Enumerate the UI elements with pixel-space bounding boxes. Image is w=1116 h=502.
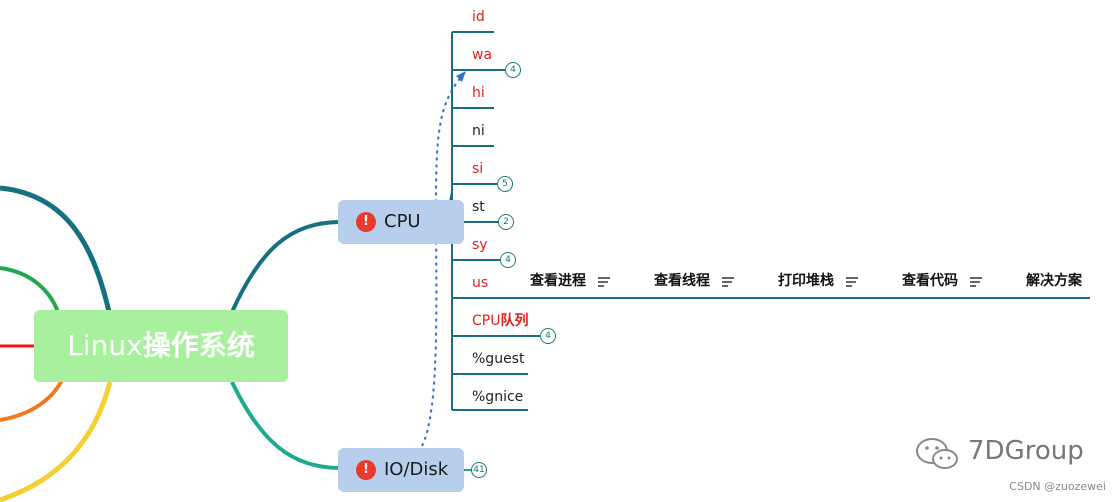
watermark-credit: CSDN @zuozewei: [1009, 480, 1106, 493]
branch-left-teal: [0, 185, 113, 317]
count-badge-wa[interactable]: 4: [505, 62, 521, 78]
leaf-guest[interactable]: %guest: [472, 351, 525, 367]
leaf-ni[interactable]: ni: [472, 123, 485, 139]
io-node[interactable]: ! IO/Disk: [338, 448, 464, 492]
io-node-label: IO/Disk: [384, 459, 449, 480]
root-node[interactable]: Linux操作系统: [34, 310, 288, 382]
step-print-stack[interactable]: 打印堆栈: [778, 273, 834, 289]
branch-root-io: [230, 381, 341, 470]
step-view-thread[interactable]: 查看线程: [654, 273, 710, 289]
cpu-queue-latin: CPU: [472, 313, 501, 329]
count-badge-sy[interactable]: 4: [500, 252, 516, 268]
leaf-hi[interactable]: hi: [472, 85, 485, 101]
step-solution[interactable]: 解决方案: [1026, 273, 1082, 289]
root-latin: Linux: [67, 329, 143, 362]
leaf-us[interactable]: us: [472, 275, 489, 291]
count-badge-io[interactable]: 41: [471, 462, 487, 478]
cpu-node[interactable]: ! CPU: [338, 200, 464, 244]
leaf-cpu-queue[interactable]: CPU队列: [472, 312, 528, 330]
leaf-si[interactable]: si: [472, 161, 484, 177]
leaf-sy[interactable]: sy: [472, 237, 488, 253]
note-icons: [598, 277, 982, 287]
watermark-brand: 7DGroup: [968, 436, 1084, 466]
root-cjk: 操作系统: [142, 329, 255, 362]
step-view-process[interactable]: 查看进程: [530, 273, 586, 289]
leaf-gnice[interactable]: %gnice: [472, 389, 524, 405]
count-badge-cpu-queue[interactable]: 4: [540, 328, 556, 344]
branch-left-orange: [0, 379, 64, 422]
wechat-icon: [916, 438, 958, 469]
branch-left-yellow: [0, 381, 113, 502]
step-view-code[interactable]: 查看代码: [902, 273, 958, 289]
leaf-st[interactable]: st: [472, 199, 485, 215]
cpu-queue-cjk: 队列: [500, 313, 529, 329]
leaf-id[interactable]: id: [472, 9, 485, 25]
branch-left-green: [0, 266, 62, 319]
branch-root-cpu: [230, 220, 341, 313]
cpu-node-label: CPU: [384, 211, 421, 232]
count-badge-st[interactable]: 2: [498, 214, 514, 230]
count-badge-si[interactable]: 5: [497, 176, 513, 192]
leaf-wa[interactable]: wa: [472, 47, 493, 63]
priority-icon: !: [356, 460, 376, 480]
priority-icon: !: [356, 212, 376, 232]
